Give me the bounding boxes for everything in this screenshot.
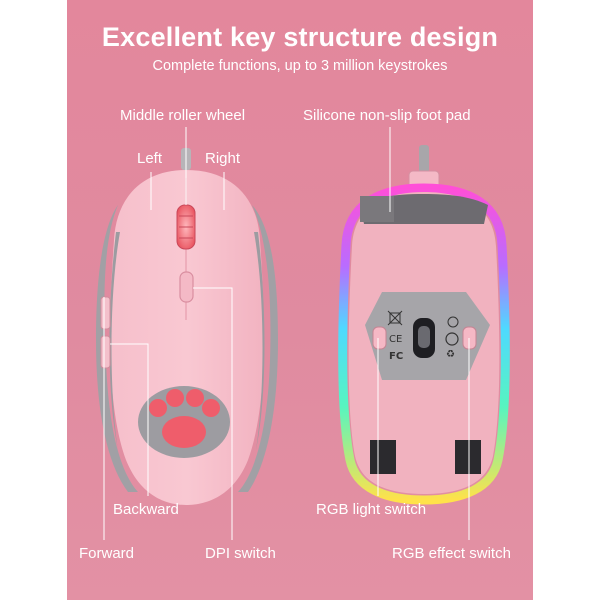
dpi-button [179, 271, 194, 303]
label-right: Right [205, 150, 241, 167]
crossed-bin-icon [387, 310, 403, 326]
foot-pad-bottom-right [455, 440, 481, 474]
label-left: Left [137, 150, 163, 167]
bin-icon [447, 316, 459, 328]
forward-side-button [100, 296, 111, 330]
right-side-grip [238, 205, 278, 492]
recycle-icon: ♻ [446, 349, 455, 360]
label-rgb-effect-switch: RGB effect switch [392, 545, 511, 562]
label-dpi-switch: DPI switch [205, 545, 276, 562]
mouse-bottom-view: CE FC ♻ [338, 145, 510, 505]
cat-paw-icon [138, 386, 230, 458]
ce-mark-icon: CE [389, 334, 402, 345]
rgb-light-ring [338, 183, 510, 505]
headline: Excellent key structure design [101, 22, 499, 52]
rgb-light-switch [372, 326, 387, 350]
left-side-grip [96, 205, 138, 492]
foot-pad-bottom-left [370, 440, 396, 474]
label-backward: Backward [113, 501, 179, 518]
right-callout-lines [377, 127, 470, 540]
backward-side-button [100, 335, 111, 369]
subheadline: Complete functions, up to 3 million keys… [152, 58, 448, 74]
mouse-top-view [96, 148, 278, 505]
label-middle-wheel: Middle roller wheel [120, 107, 246, 124]
fcc-mark-icon: FC [389, 351, 403, 362]
label-foot-pad: Silicone non-slip foot pad [303, 107, 471, 124]
label-rgb-light-switch: RGB light switch [316, 501, 427, 518]
left-callout-lines [103, 127, 233, 540]
rotation-icon [445, 332, 459, 346]
label-forward: Forward [79, 545, 135, 562]
